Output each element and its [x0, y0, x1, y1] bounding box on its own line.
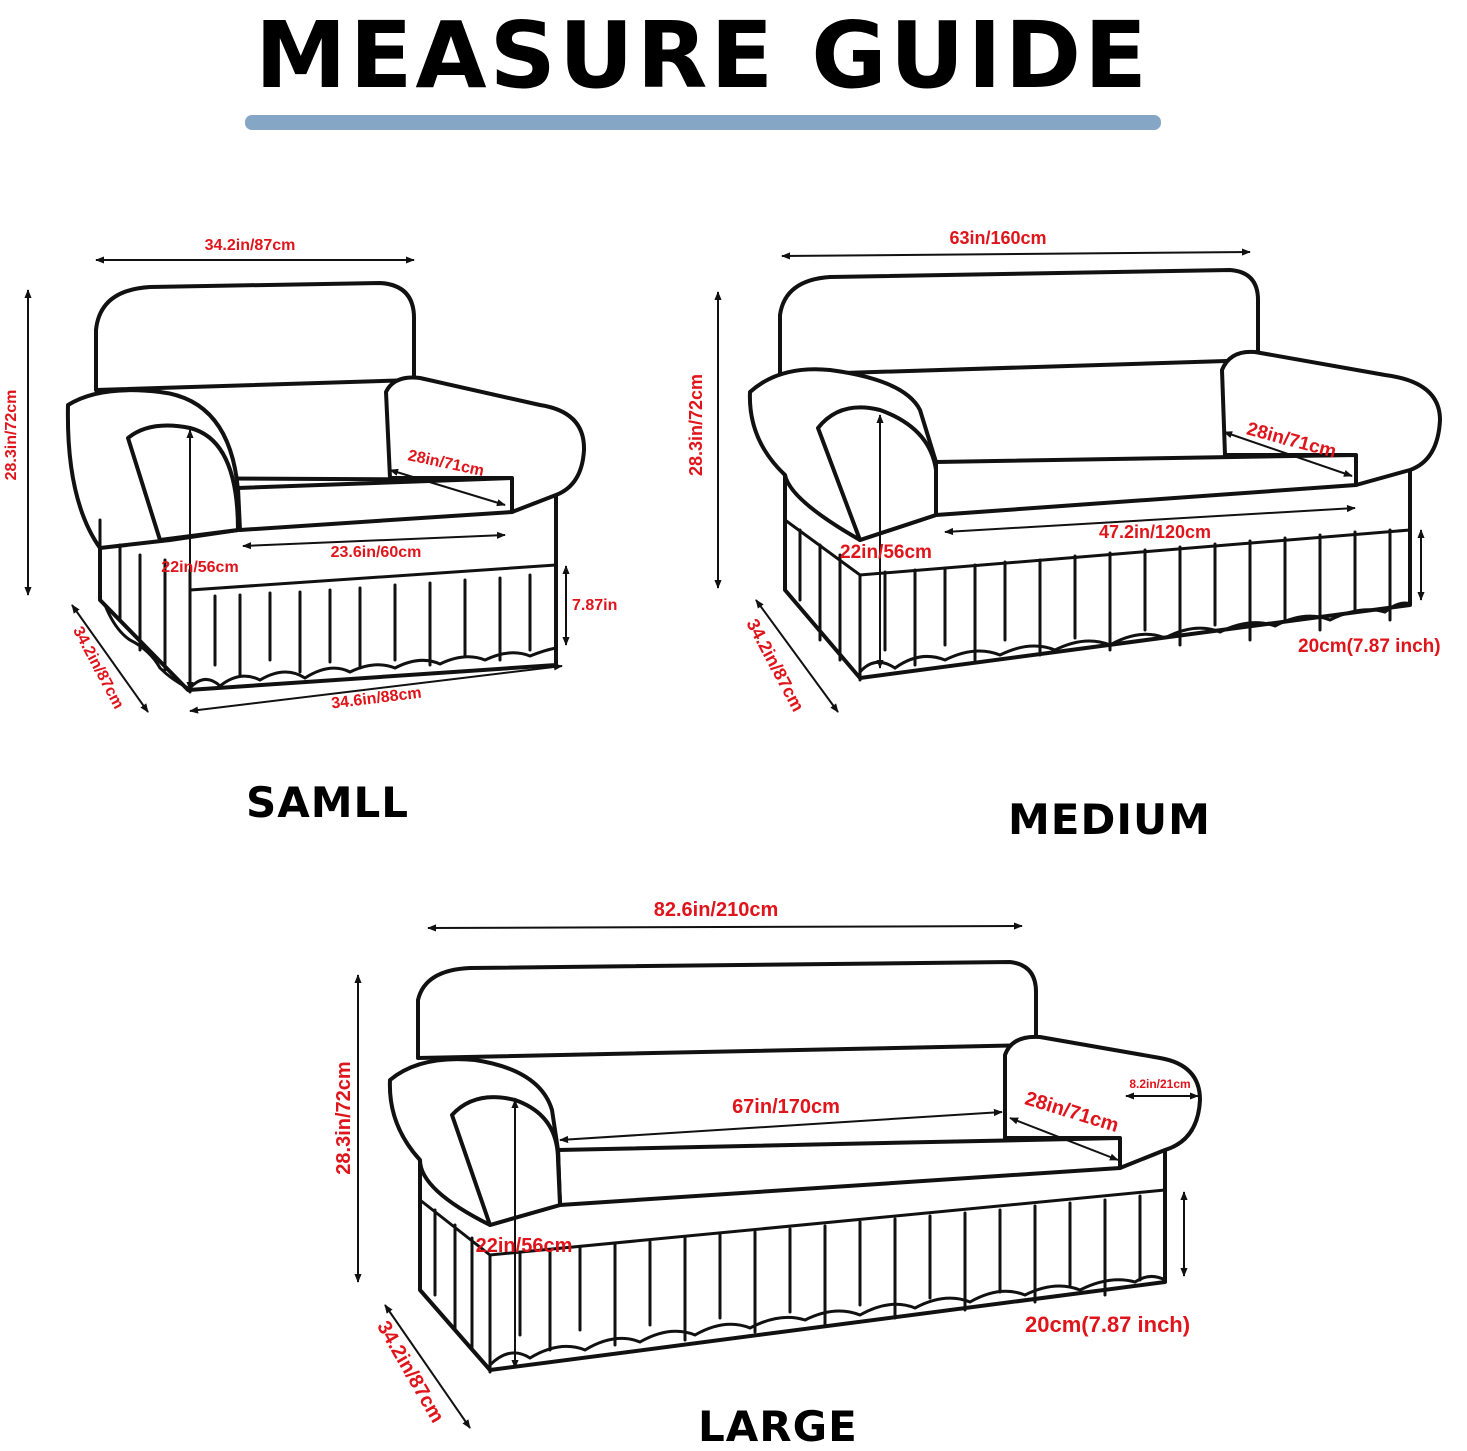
large-depth-label: 34.2in/87cm: [372, 1317, 448, 1426]
large-seat-width-label: 67in/170cm: [732, 1096, 840, 1118]
medium-height-label: 28.3in/72cm: [686, 374, 706, 476]
medium-seat-width-label: 47.2in/120cm: [1099, 522, 1211, 542]
medium-width-top-label: 63in/160cm: [949, 228, 1046, 248]
small-depth-label: 34.2in/87cm: [69, 624, 127, 712]
large-skirt-height-label: 20cm(7.87 inch): [1025, 1312, 1190, 1337]
medium-seat-height-label: 22in/56cm: [840, 542, 932, 563]
small-height-label: 28.3in/72cm: [3, 390, 20, 481]
large-sofa-drawing: [354, 922, 1202, 1429]
small-seat-height-label: 22in/56cm: [161, 559, 238, 576]
small-width-top-label: 34.2in/87cm: [205, 237, 296, 254]
small-seat-width-label: 23.6in/60cm: [331, 544, 422, 561]
page-title: MEASURE GUIDE: [255, 2, 1150, 109]
small-skirt-height-label: 7.87in: [572, 597, 617, 614]
large-seat-height-label: 22in/56cm: [476, 1235, 573, 1257]
medium-sofa-drawing: [714, 248, 1442, 713]
size-label-large: LARGE: [698, 1402, 858, 1451]
size-label-medium: MEDIUM: [1008, 795, 1211, 844]
medium-skirt-height-label: 20cm(7.87 inch): [1298, 636, 1441, 657]
small-sofa-drawing: [24, 256, 587, 714]
large-width-top-label: 82.6in/210cm: [654, 899, 779, 921]
medium-depth-label: 34.2in/87cm: [743, 615, 809, 715]
large-arm-width-label: 8.2in/21cm: [1129, 1077, 1190, 1091]
size-label-small: SAMLL: [246, 778, 410, 827]
title-underline: [245, 115, 1161, 130]
large-height-label: 28.3in/72cm: [333, 1061, 355, 1174]
